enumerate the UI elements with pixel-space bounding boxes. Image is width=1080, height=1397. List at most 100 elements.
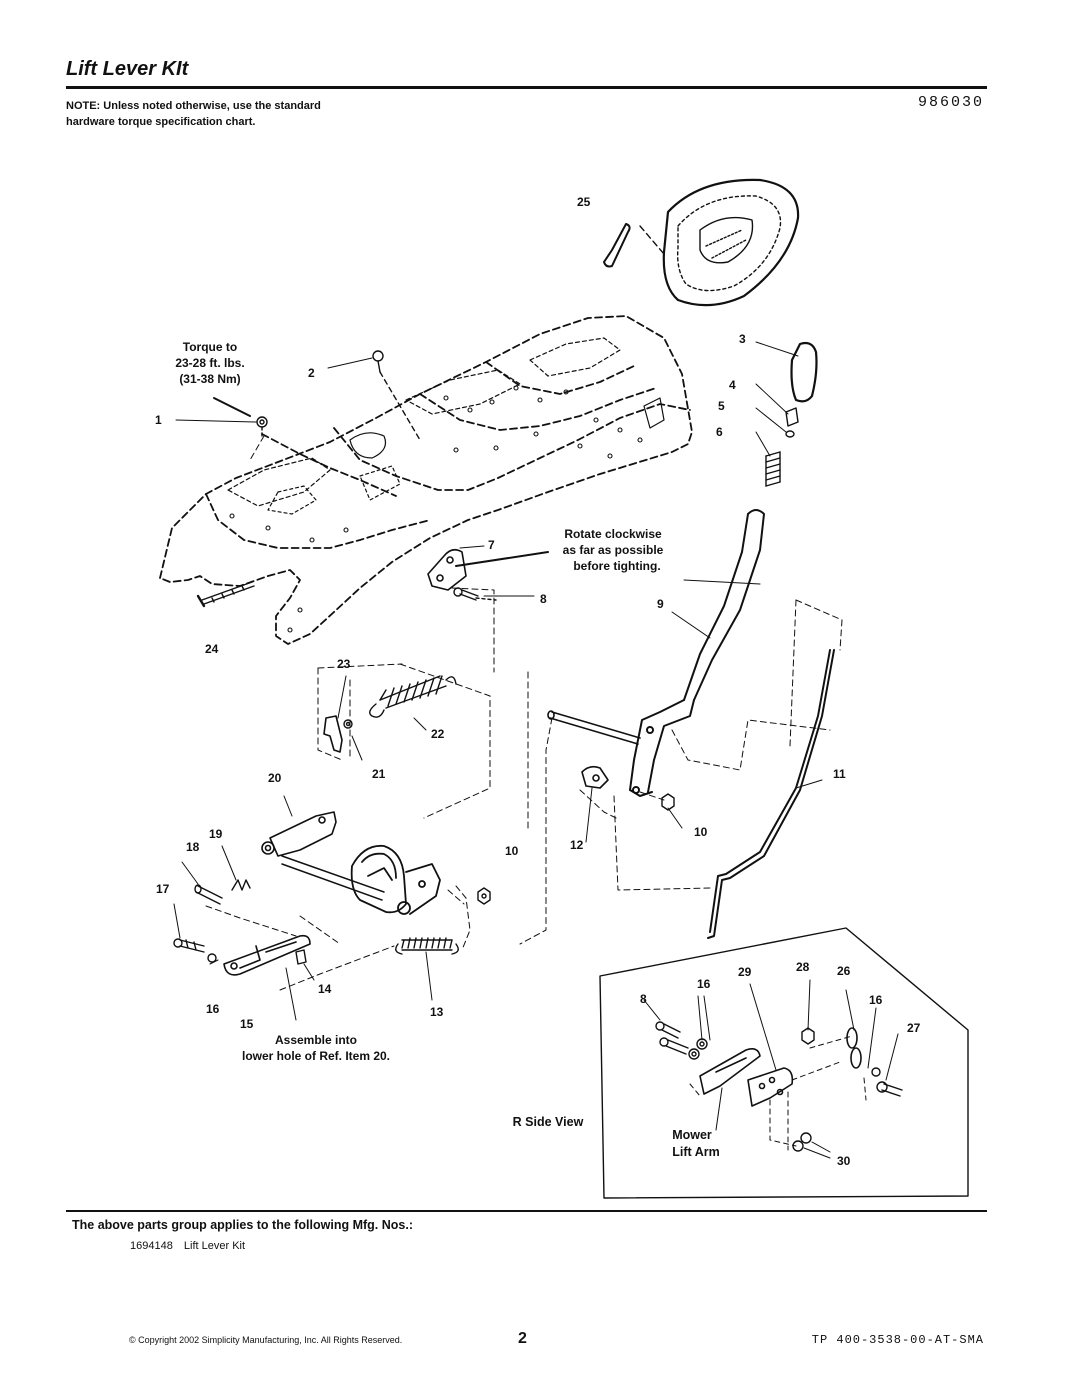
inset-bolt-27 [876, 1081, 903, 1097]
frame-recesses [227, 337, 665, 515]
cam-bracket-7 [427, 548, 467, 591]
detail-box-23 [317, 663, 403, 669]
callout-21: 21 [372, 767, 386, 781]
spacer-4 [785, 407, 799, 427]
callout-20: 20 [268, 771, 282, 785]
mower-lift-arm-inset [599, 927, 969, 1199]
assemble-line-1: Assemble into [275, 1033, 357, 1047]
rotate-line-2: as far as possible [563, 543, 664, 557]
cam-12 [581, 765, 609, 789]
callout-18: 18 [186, 840, 200, 854]
nut-10 [477, 887, 491, 905]
callout-22: 22 [431, 727, 445, 741]
footer-rule [66, 1210, 987, 1212]
lift-lever-9 [629, 509, 765, 797]
parts-diagram: 1 2 3 4 5 6 7 8 9 10 10 11 12 13 14 15 1… [155, 178, 969, 1199]
document-number: 986030 [917, 94, 984, 111]
lift-rod-11 [707, 649, 835, 939]
mfg-number: 1694148 [130, 1240, 173, 1252]
rotate-line-1: Rotate clockwise [564, 527, 662, 541]
callout-7: 7 [488, 538, 495, 552]
callout-14: 14 [318, 982, 332, 996]
frame-chassis [159, 315, 693, 645]
rotate-callout: Rotate clockwise as far as possible befo… [563, 527, 664, 573]
page-title: Lift Lever KIt [66, 58, 189, 80]
callout-23: 23 [337, 657, 351, 671]
inset-nuts [792, 1027, 881, 1152]
washer-16a [207, 953, 217, 963]
assemble-callout: Assemble into lower hole of Ref. Item 20… [242, 1033, 390, 1063]
header-rule [66, 86, 987, 89]
torque-line-3: (31-38 Nm) [179, 372, 240, 386]
callout-30: 30 [837, 1154, 851, 1168]
tp-code: TP 400-3538-00-AT-SMA [811, 1333, 984, 1347]
hairpin-19 [231, 879, 251, 891]
lift-shaft [281, 855, 385, 901]
callout-12: 12 [570, 838, 584, 852]
spring-13 [395, 937, 459, 955]
leader-lines [173, 341, 899, 1159]
callout-24: 24 [205, 642, 219, 656]
washer-5 [785, 430, 795, 438]
frame-holes [229, 385, 643, 633]
callout-6: 6 [716, 425, 723, 439]
callout-29: 29 [738, 965, 752, 979]
callout-17: 17 [156, 882, 170, 896]
spring-22 [369, 675, 457, 718]
callout-28: 28 [796, 960, 810, 974]
torque-line-2: 23-28 ft. lbs. [175, 356, 244, 370]
assembly-dashes [205, 435, 843, 991]
bolt-2 [372, 350, 421, 441]
lever-pivot-rod [547, 710, 641, 745]
callout-19: 19 [209, 827, 223, 841]
link-15 [223, 934, 311, 976]
washer-21 [343, 719, 353, 729]
nut-10b [661, 793, 675, 811]
callout-11: 11 [833, 767, 846, 781]
torque-callout: Torque to 23-28 ft. lbs. (31-38 Nm) [175, 340, 244, 386]
lever-knob [790, 341, 818, 403]
callout-9: 9 [657, 597, 664, 611]
bellcrank-assembly [350, 844, 441, 915]
mower-label: Mower [672, 1128, 712, 1142]
bolt-16 [173, 938, 205, 953]
callout-26: 26 [837, 964, 851, 978]
callout-16c: 16 [869, 993, 883, 1007]
callout-1: 1 [155, 413, 162, 427]
callout-16a: 16 [206, 1002, 220, 1016]
r-side-view-label: R Side View [513, 1115, 584, 1129]
torque-line-1: Torque to [183, 340, 237, 354]
bolt-24 [196, 581, 255, 608]
bracket-23 [323, 715, 343, 753]
inset-arm-bracket [699, 1048, 794, 1107]
callout-4: 4 [729, 378, 736, 392]
callout-27: 27 [907, 1021, 921, 1035]
torque-note: NOTE: Unless noted otherwise, use the st… [66, 100, 321, 128]
seat-bracket [603, 223, 665, 268]
bolt-1 [256, 416, 268, 437]
bolt-8 [453, 587, 497, 601]
callout-10b: 10 [694, 825, 708, 839]
lift-arm-label: Lift Arm [672, 1145, 719, 1159]
callout-2: 2 [308, 366, 315, 380]
callout-16b: 16 [697, 977, 711, 991]
callout-10a: 10 [505, 844, 519, 858]
pin-17 [194, 884, 223, 905]
assemble-line-2: lower hole of Ref. Item 20. [242, 1049, 390, 1063]
callout-13: 13 [430, 1005, 444, 1019]
callout-5: 5 [718, 399, 725, 413]
callout-8a: 8 [540, 592, 547, 606]
seat-cushion [662, 178, 800, 307]
inset-dashes [689, 1035, 867, 1151]
copyright: © Copyright 2002 Simplicity Manufacturin… [129, 1335, 403, 1345]
washer-14 [295, 949, 307, 965]
callout-8b: 8 [640, 992, 647, 1006]
callout-15: 15 [240, 1017, 254, 1031]
page-number: 2 [518, 1330, 527, 1347]
applies-heading: The above parts group applies to the fol… [72, 1218, 413, 1232]
callout-25: 25 [577, 195, 591, 209]
mfg-row: 1694148 Lift Lever Kit [130, 1240, 253, 1252]
rotate-line-3: before tighting. [573, 559, 660, 573]
inset-chain [846, 1027, 862, 1069]
callout-3: 3 [739, 332, 746, 346]
